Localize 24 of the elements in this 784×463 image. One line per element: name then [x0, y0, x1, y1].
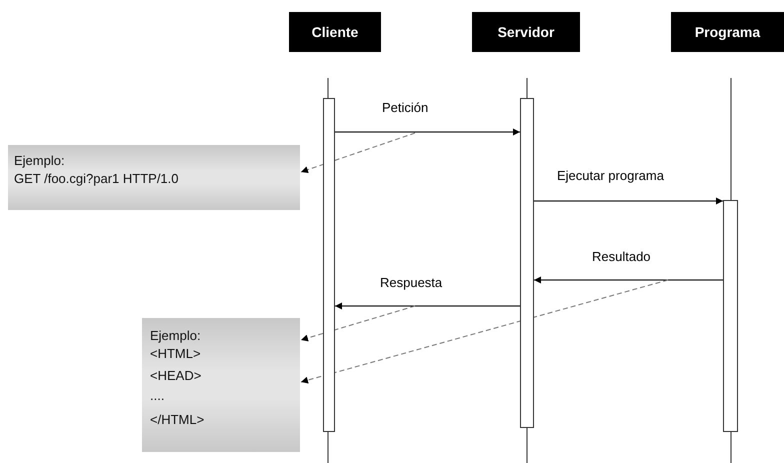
note-text: .... [150, 388, 164, 404]
activation-bar [520, 98, 534, 428]
note-text: GET /foo.cgi?par1 HTTP/1.0 [14, 171, 178, 187]
message-arrow [534, 198, 724, 204]
note-text: <HEAD> [150, 368, 202, 384]
activation-bar [723, 200, 738, 432]
example-note [142, 318, 300, 452]
participant-header: Servidor [472, 12, 580, 52]
leader-line [300, 132, 416, 174]
note-text: Ejemplo: [150, 328, 201, 344]
edge-label: Ejecutar programa [555, 168, 666, 184]
participant-header: Programa [671, 12, 784, 52]
note-text: Ejemplo: [14, 153, 65, 169]
message-arrow [534, 276, 724, 284]
note-text: </HTML> [150, 412, 204, 428]
activation-bar [323, 98, 335, 432]
edge-label: Respuesta [378, 275, 444, 291]
message-arrow [334, 302, 520, 310]
participant-header: Cliente [289, 12, 381, 52]
note-text: <HTML> [150, 346, 201, 362]
leader-line [300, 280, 668, 384]
example-note [8, 145, 300, 210]
message-arrow [334, 128, 520, 136]
leader-line [300, 306, 416, 342]
